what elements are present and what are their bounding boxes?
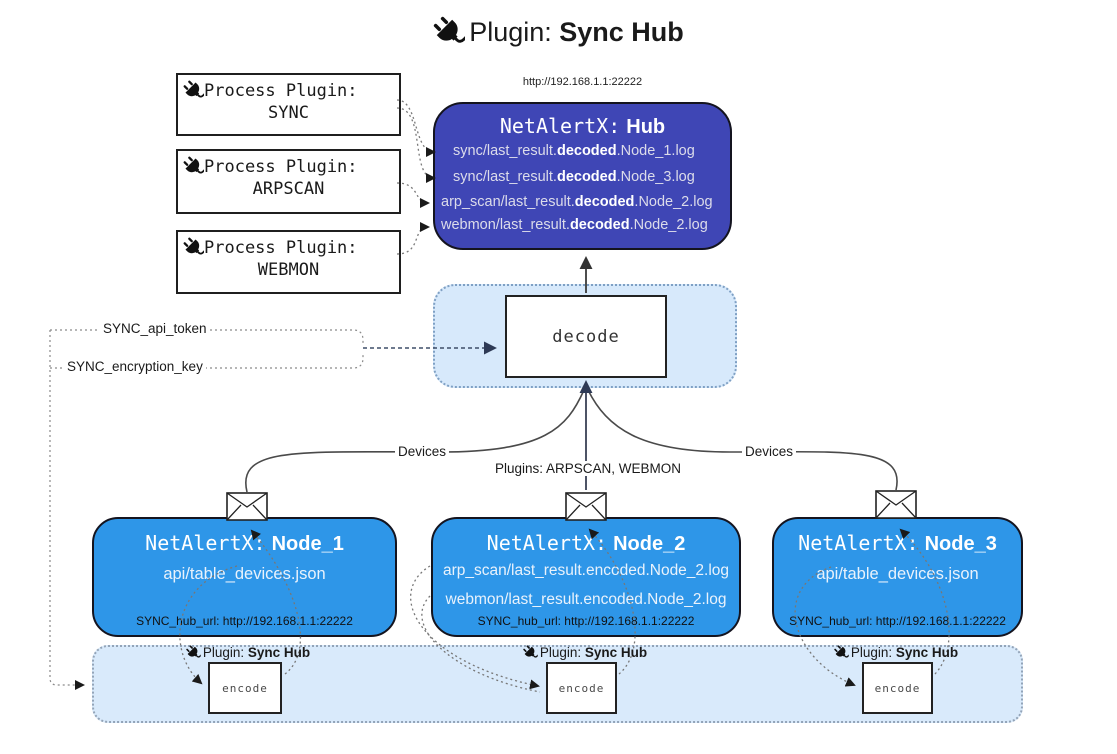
hub-box: NetAlertX:Hub sync/last_result.decoded.N…	[433, 102, 732, 250]
hub-title-name: Hub	[626, 116, 666, 138]
node-3-box: NetAlertX:Node_3 api/table_devices.json …	[772, 517, 1023, 637]
envelope-icon	[875, 490, 917, 519]
hub-log-line: webmon/last_result.decoded.Node_2.log	[441, 217, 708, 233]
plug-icon	[186, 645, 201, 660]
hub-title: NetAlertX:Hub	[435, 114, 730, 139]
node-1-box: NetAlertX:Node_1 api/table_devices.json …	[92, 517, 397, 637]
node-file: api/table_devices.json	[816, 565, 979, 583]
node-hub-url: SYNC_hub_url: http://192.168.1.1:22222	[477, 614, 695, 628]
envelope-icon	[226, 492, 268, 521]
hub-url: http://192.168.1.1:22222	[522, 76, 643, 88]
node-file: arp_scan/last_result.encoded.Node_2.log	[442, 562, 730, 579]
sync-api-token-label: SYNC_api_token	[100, 321, 210, 336]
title-label: Plugin:	[469, 17, 552, 47]
title-name: Sync Hub	[559, 17, 684, 47]
hub-log-line: arp_scan/last_result.decoded.Node_2.log	[441, 194, 713, 210]
node-hub-url: SYNC_hub_url: http://192.168.1.1:22222	[789, 614, 1006, 628]
encode-box-node2: encode	[546, 662, 617, 714]
strip-plugin-label-1: Plugin: Sync Hub	[186, 645, 310, 660]
decode-box: decode	[505, 295, 667, 378]
plug-icon	[523, 645, 538, 660]
process-plugin-label: Process Plugin:	[204, 80, 358, 101]
devices-label-right: Devices	[741, 444, 797, 459]
node-title: NetAlertX:Node_2	[486, 531, 686, 555]
strip-plugin-label-2: Plugin: Sync Hub	[523, 645, 647, 660]
plug-icon	[433, 16, 465, 48]
plug-icon	[834, 645, 849, 660]
devices-label-left: Devices	[394, 444, 450, 459]
node-file: webmon/last_result.encoded.Node_2.log	[445, 591, 727, 608]
hub-log-line: sync/last_result.decoded.Node_3.log	[453, 169, 695, 185]
encode-box-node1: encode	[208, 662, 282, 714]
envelope-icon	[565, 492, 607, 521]
sync-encryption-key-label: SYNC_encryption_key	[64, 359, 206, 374]
node-title: NetAlertX:Node_1	[145, 531, 344, 555]
process-plugin-sync: Process Plugin: SYNC	[176, 73, 401, 136]
node-file: api/table_devices.json	[163, 565, 326, 583]
encode-box-node3: encode	[862, 662, 933, 714]
plugins-label: Plugins: ARPSCAN, WEBMON	[491, 461, 685, 476]
plug-icon	[183, 156, 204, 177]
node-title: NetAlertX:Node_3	[798, 531, 997, 555]
process-plugin-label: Process Plugin:	[204, 237, 358, 258]
process-plugin-name: ARPSCAN	[252, 179, 325, 199]
node-2-box: NetAlertX:Node_2 arp_scan/last_result.en…	[431, 517, 741, 637]
page-title: Plugin: Sync Hub	[0, 16, 1117, 48]
process-plugin-label: Process Plugin:	[204, 156, 358, 177]
plug-icon	[183, 237, 204, 258]
node-hub-url: SYNC_hub_url: http://192.168.1.1:22222	[136, 614, 353, 628]
process-plugin-arpscan: Process Plugin: ARPSCAN	[176, 149, 401, 214]
hub-title-label: NetAlertX:	[499, 114, 621, 138]
hub-log-line: sync/last_result.decoded.Node_1.log	[453, 143, 695, 159]
process-plugin-webmon: Process Plugin: WEBMON	[176, 230, 401, 294]
plug-icon	[183, 80, 204, 101]
process-plugin-name: WEBMON	[257, 260, 320, 280]
devices-edge-left	[245, 389, 585, 493]
plugin-to-hub-wires	[396, 99, 436, 255]
process-plugin-name: SYNC	[268, 103, 309, 123]
strip-plugin-label-3: Plugin: Sync Hub	[834, 645, 958, 660]
